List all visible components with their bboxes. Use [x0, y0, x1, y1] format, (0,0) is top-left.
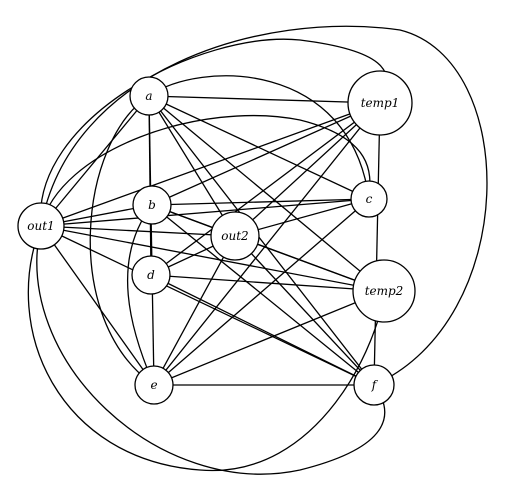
- edge-out1-e: [40, 225, 155, 386]
- edge-curve: [126, 204, 155, 386]
- node-c: c: [350, 180, 388, 218]
- edge-d-temp1: [150, 102, 381, 276]
- node-circle: [352, 259, 416, 323]
- edge-curve: [27, 225, 385, 471]
- edge-e-temp1: [153, 102, 381, 386]
- edge-d-temp2: [150, 274, 385, 292]
- edge-b-f: [151, 204, 375, 386]
- edge-b-c: [151, 198, 370, 206]
- node-label: out1: [27, 219, 54, 233]
- edge-out1-a: [40, 95, 150, 227]
- node-f: f: [353, 364, 395, 406]
- node-circle: [129, 76, 169, 116]
- node-out2: out2: [210, 211, 260, 261]
- nodes-layer: a b c d e f out1 out2 temp1 temp2: [17, 70, 416, 406]
- edge-out2-temp1: [234, 102, 381, 237]
- edge-out1-c: [40, 198, 370, 227]
- node-circle: [353, 364, 395, 406]
- node-e: e: [134, 365, 174, 405]
- node-circle: [134, 365, 174, 405]
- edges-layer: [27, 25, 488, 475]
- node-label: e: [150, 378, 157, 392]
- node-label: temp1: [361, 96, 400, 110]
- edge-b-temp1: [151, 102, 381, 206]
- edge-curve: [40, 25, 488, 386]
- node-temp1: temp1: [347, 70, 413, 136]
- node-a: a: [129, 76, 169, 116]
- node-d: d: [131, 255, 171, 295]
- node-label: d: [147, 268, 155, 282]
- edge-e-c: [153, 198, 370, 386]
- edge-a-temp2: [148, 95, 385, 292]
- edge-e-temp2: [153, 290, 385, 386]
- edge-d-f: [150, 274, 375, 386]
- node-circle: [350, 180, 388, 218]
- edge-out1-out2: [40, 225, 236, 237]
- edge-a-c: [148, 95, 370, 200]
- edge-f-temp1: [373, 102, 381, 386]
- edge-a-f: [148, 95, 375, 386]
- node-label: out2: [221, 229, 248, 243]
- edge-curve: [89, 95, 155, 386]
- node-circle: [210, 211, 260, 261]
- edge-out1-f: [40, 225, 375, 386]
- edge-curve: [40, 114, 371, 227]
- edge-a-out2: [148, 95, 236, 237]
- edge-e-out2: [153, 235, 236, 386]
- node-label: b: [148, 198, 156, 212]
- node-b: b: [132, 185, 172, 225]
- node-circle: [347, 70, 413, 136]
- node-circle: [17, 202, 65, 250]
- edge-a-temp1: [148, 95, 381, 104]
- edge-out1-temp2: [40, 225, 385, 292]
- edge-curve: [148, 75, 370, 200]
- edge-curve: [40, 38, 388, 227]
- node-circle: [131, 255, 171, 295]
- node-label: c: [366, 192, 373, 206]
- edge-curve: [36, 225, 386, 475]
- node-out1: out1: [17, 202, 65, 250]
- edge-out1-temp1: [40, 102, 381, 227]
- node-temp2: temp2: [352, 259, 416, 323]
- edge-out2-f: [234, 235, 375, 386]
- node-label: f: [371, 378, 379, 392]
- node-label: a: [145, 89, 152, 103]
- node-circle: [132, 185, 172, 225]
- node-label: temp2: [365, 284, 404, 298]
